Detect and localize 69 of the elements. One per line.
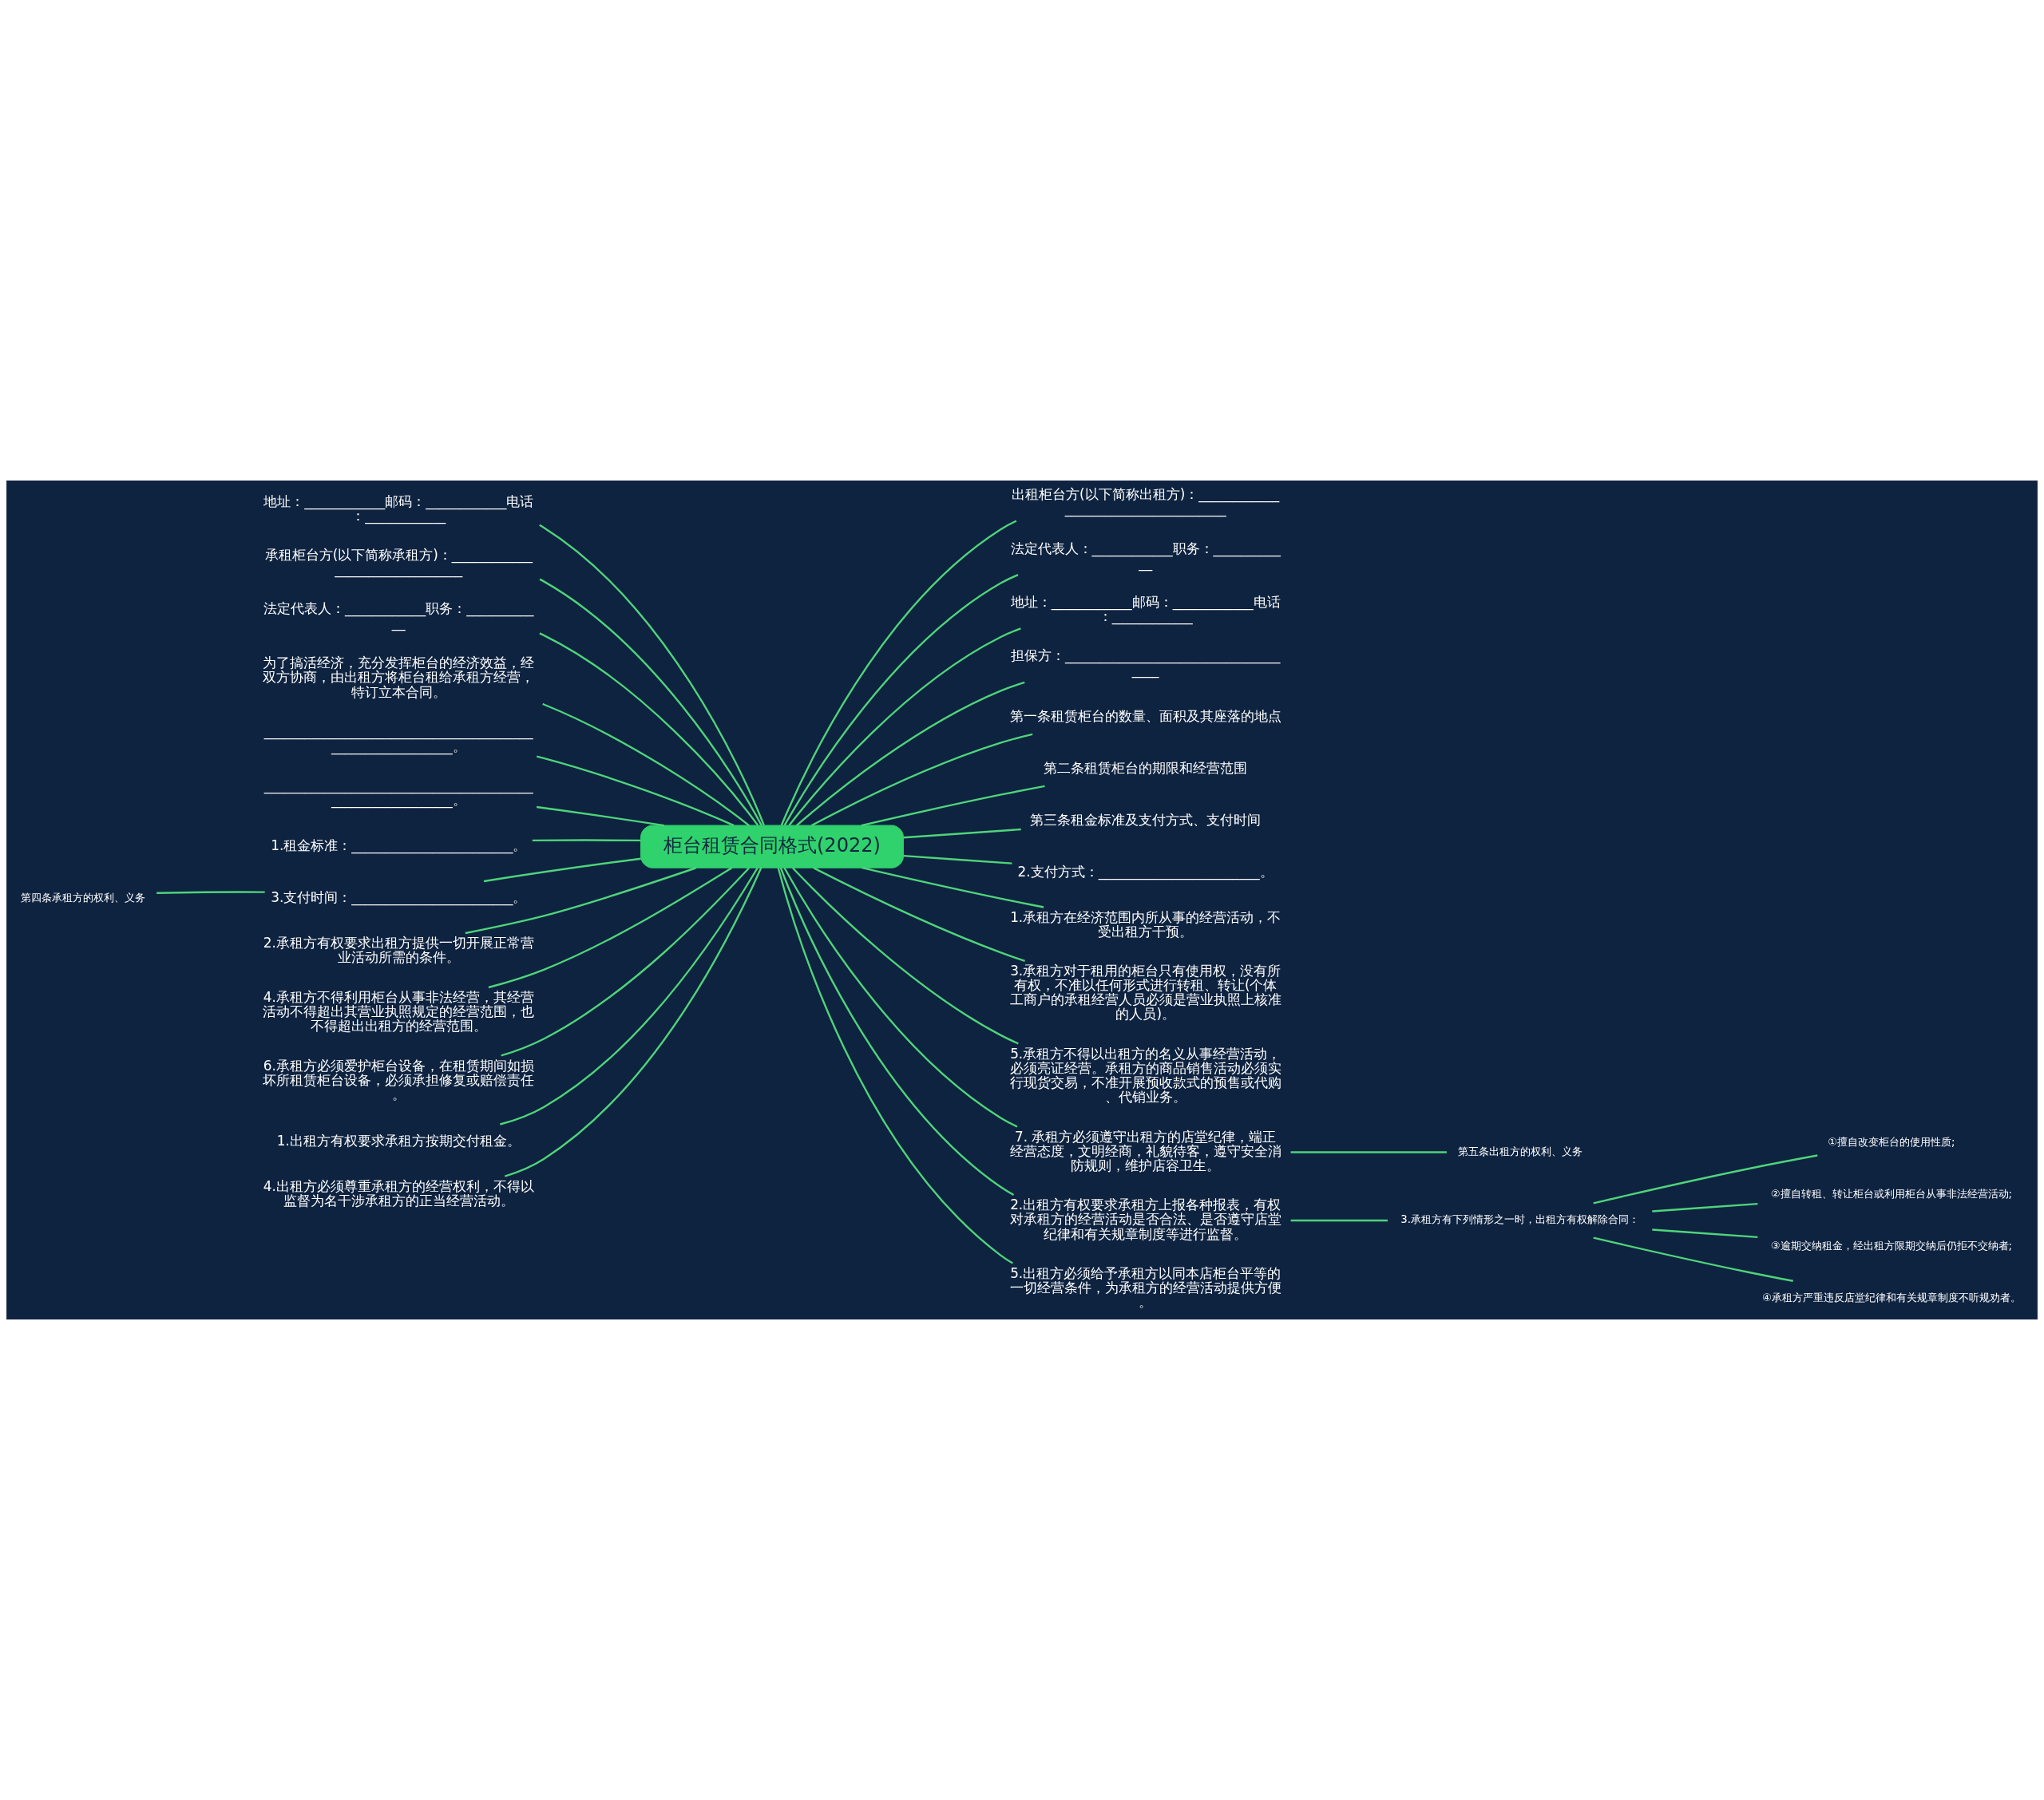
node-text: 5.出租方必须给予承租方以同本店柜台平等的一切经营条件，为承租方的经营活动提供方便。 [1009, 1264, 1281, 1310]
node-text: 地址：____________邮码：____________电话：____________ [263, 493, 534, 524]
connector [811, 733, 1033, 827]
connector [780, 520, 1017, 826]
connector [539, 524, 765, 826]
node-text: 第四条承租方的权利、义务 [21, 892, 146, 904]
node-text: 法定代表人：____________职务：____________ [263, 600, 534, 631]
node-text: 3.支付时间：________________________。 [271, 889, 527, 906]
node-text: 3.承租方有下列情形之一时，出租方有权解除合同： [1400, 1213, 1639, 1226]
node-text: 4.出租方必须尊重承租方的经营权利，不得以监督为名干涉承租方的正当经营活动。 [263, 1177, 534, 1209]
node-text: 4.承租方不得利用柜台从事非法经营，其经营活动不得超出其营业执照规定的经营范围，也不得超出出租方的经营范围。 [263, 989, 535, 1035]
node-text: ①擅自改变柜台的使用性质; [1828, 1135, 1955, 1148]
node-text: 3.承租方对于租用的柜台只有使用权，没有所有权，不准以任何形式进行转租、转让(个体工商户的承租经营人员必须是营业执照上核准的人员)。 [1009, 963, 1281, 1023]
connector [488, 867, 733, 989]
connector [500, 867, 759, 1125]
node-text: 6.承租方必须爱护柜台设备，在租赁期间如损坏所租赁柜台设备，必须承担修复或赔偿责任。 [263, 1057, 535, 1102]
node-text: 1.出租方有权要求承租方按期交付租金。 [276, 1132, 521, 1149]
node-text: __________________________________________________________。 [263, 723, 533, 754]
connector [465, 867, 697, 935]
connector [1593, 1236, 1793, 1282]
connector [783, 573, 1019, 826]
connector [504, 867, 763, 1177]
connector [156, 891, 265, 894]
connector [903, 854, 1012, 864]
node-text: ③逾期交纳租金，经出租方限期交纳后仍拒不交纳者; [1770, 1239, 2013, 1252]
connector [788, 627, 1021, 826]
node-text: 2.出租方有权要求承租方上报各种报表，有权对承租方的经营活动是否合法、是否遵守店堂纪律和有关规章制度等进行监督。 [1009, 1197, 1281, 1242]
connector [1652, 1228, 1758, 1239]
connector [1593, 1154, 1818, 1205]
node-text: 法定代表人：____________职务：____________ [1010, 540, 1281, 571]
node-text: 第一条租赁柜台的数量、面积及其座落的地点 [1009, 707, 1281, 724]
node-text: 1.承租方在经济范围内所从事的经营活动，不受出租方干预。 [1010, 908, 1281, 940]
node-text: ②擅自转租、转让柜台或利用柜台从事非法经营活动; [1770, 1187, 2013, 1200]
node-box: 柜台租赁合同格式(2022) [640, 825, 904, 868]
node-text: 担保方：____________________________________ [1010, 647, 1281, 678]
node-text: 第二条租赁柜台的期限和经营范围 [1044, 759, 1248, 776]
node-text: 地址：____________邮码：____________电话：____________ [1010, 593, 1281, 625]
connector [532, 839, 641, 842]
connector [783, 867, 1018, 1128]
connector [777, 867, 1013, 1264]
node-text: ④承租方严重违反店堂纪律和有关规章制度不听规劝者。 [1761, 1291, 2021, 1304]
connector [813, 867, 1025, 963]
connector [539, 632, 759, 826]
node-text: 为了搞活经济，充分发挥柜台的经济效益，经双方协商，由出租方将柜台租给承租方经营，特订立本合同。 [263, 655, 535, 700]
node-text: 承租柜台方(以下简称承租方)：_______________________________ [264, 546, 533, 578]
connector [539, 578, 763, 826]
connector [862, 867, 1044, 908]
connector [903, 828, 1021, 839]
connector [536, 755, 735, 827]
node-text: __________________________________________________________。 [263, 777, 533, 808]
connector [536, 805, 664, 827]
connector [1652, 1202, 1758, 1213]
node-text: 1.租金标准：________________________。 [271, 837, 527, 854]
node-text: 2.支付方式：________________________。 [1017, 863, 1274, 880]
connector [795, 681, 1025, 827]
node-text: 2.承租方有权要求出租方提供一切开展正常营业活动所需的条件。 [263, 935, 534, 966]
node-text: 7. 承租方必须遵守出租方的店堂纪律，端正经营态度，文明经商，礼貌待客，遵守安全消防规则，维护店容卫生。 [1009, 1128, 1281, 1174]
connector [483, 857, 641, 883]
node-text: 5.承租方不得以出租方的名义从事经营活动，必须亮证经营。承租方的商品销售活动必须实行现货交易，不准开展预收款式的预售或代购、代销业务。 [1009, 1045, 1281, 1105]
connector [779, 867, 1015, 1196]
connector [861, 785, 1045, 827]
connector [792, 867, 1019, 1045]
node-text: 第三条租金标准及支付方式、支付时间 [1030, 811, 1262, 828]
node-text: 出租柜台方(以下简称出租方)：____________________________________ [1012, 486, 1280, 517]
connector [501, 867, 750, 1057]
connector [542, 702, 750, 827]
connector [1290, 1151, 1447, 1153]
node-text: 第五条出租方的权利、义务 [1457, 1145, 1583, 1157]
connector [1290, 1219, 1388, 1222]
